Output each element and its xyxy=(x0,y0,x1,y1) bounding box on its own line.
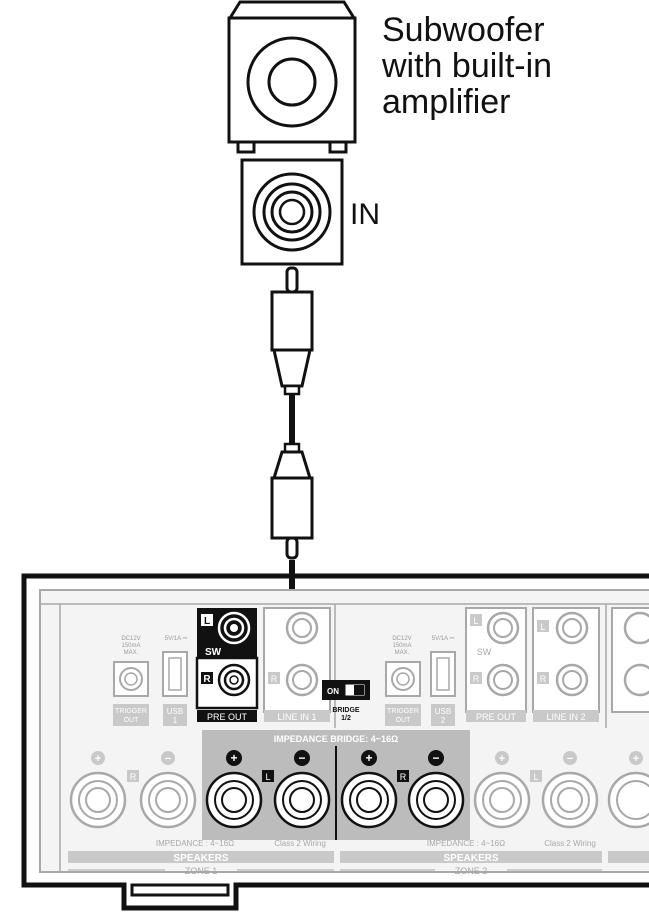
svg-text:R: R xyxy=(130,772,137,782)
usb-label-z2-l2: 2 xyxy=(441,716,446,725)
chassis-outline xyxy=(21,573,649,911)
dc-label-z2-l3: MAX. xyxy=(395,650,410,656)
svg-text:L: L xyxy=(540,622,545,632)
subwoofer-top-face xyxy=(227,0,357,20)
bridge-switch-label-l2: 1/2 xyxy=(341,715,351,722)
svg-text:+: + xyxy=(95,753,101,765)
svg-text:+: + xyxy=(230,751,237,765)
subwoofer-caption: Subwoofer with built-in amplifier xyxy=(382,12,552,120)
terminal-z2-r-plus[interactable] xyxy=(340,771,398,829)
svg-text:R: R xyxy=(271,674,278,684)
svg-text:L: L xyxy=(533,772,538,782)
left-badge-z1: L xyxy=(204,616,210,627)
terminal-z1-l-plus[interactable] xyxy=(205,771,263,829)
usb-label-z1-l2: 1 xyxy=(173,716,178,725)
terminal-z1-r-minus[interactable] xyxy=(139,771,197,829)
svg-text:−: − xyxy=(298,751,305,765)
plug-boot-top xyxy=(272,348,312,388)
subwoofer-input-panel xyxy=(240,158,344,266)
svg-text:R: R xyxy=(473,674,480,684)
zone-label-z1: ZONE 1 xyxy=(185,866,218,876)
impedance-label-z2: IMPEDANCE : 4~16Ω xyxy=(427,839,505,848)
dc-label-z1-l1: DC12V xyxy=(121,636,140,642)
trigger-label-z2-l2: OUT xyxy=(396,717,412,724)
usb-label-z1-l1: USB xyxy=(167,707,183,716)
sw-label-z1: SW xyxy=(205,647,222,658)
right-badge-z1: R xyxy=(203,674,211,685)
plug-sleeve-bottom xyxy=(270,476,314,540)
trigger-label-z1-l1: TRIGGER xyxy=(115,708,147,715)
linein-label-z1: LINE IN 1 xyxy=(277,712,316,722)
usb-power-z2: 5V/1A ⎓ xyxy=(432,636,455,642)
caption-line-1: Subwoofer xyxy=(382,11,545,49)
bridge-switch-label-l1: BRIDGE xyxy=(332,707,360,714)
terminal-z2-l-plus[interactable] xyxy=(473,771,531,829)
terminal-z2-r-minus[interactable] xyxy=(407,771,465,829)
dc-label-z1-l2: 150mA xyxy=(121,643,140,649)
terminal-z2-l-minus[interactable] xyxy=(541,771,599,829)
caption-line-2: with built-in xyxy=(382,47,553,85)
dc-label-z1-l3: MAX. xyxy=(124,650,139,656)
svg-text:−: − xyxy=(165,753,171,765)
caption-line-3: amplifier xyxy=(382,83,511,121)
svg-text:+: + xyxy=(633,753,639,765)
preout-label-z2: PRE OUT xyxy=(476,712,517,722)
svg-text:+: + xyxy=(365,751,372,765)
plug-collar-top xyxy=(283,384,301,396)
plug-tip-top xyxy=(285,266,299,294)
amplifier-rear-panel: DC12V 150mA MAX. 5V/1A ⎓ TRIGGER OUT USB… xyxy=(21,573,649,911)
chassis-foot xyxy=(130,883,230,897)
speakers-label-z2: SPEAKERS xyxy=(443,853,498,864)
terminal-zone3-partial xyxy=(607,771,649,829)
plug-sleeve-top xyxy=(270,290,314,352)
class-label-z2: Class 2 Wiring xyxy=(544,839,596,848)
usb-power-z1: 5V/1A ⎓ xyxy=(165,636,188,642)
zone-label-z2: ZONE 2 xyxy=(455,866,488,876)
bridge-on-label: ON xyxy=(327,687,339,696)
class-label-z1: Class 2 Wiring xyxy=(274,839,326,848)
dc-label-z2-l1: DC12V xyxy=(392,636,411,642)
dc-label-z2-l2: 150mA xyxy=(392,643,411,649)
speakers-label-z1: SPEAKERS xyxy=(173,853,228,864)
subwoofer-dust-cap-icon xyxy=(267,57,317,107)
cable-wire xyxy=(289,394,295,444)
preout-label-z1: PRE OUT xyxy=(207,712,248,722)
svg-text:R: R xyxy=(400,772,407,782)
subwoofer xyxy=(227,0,357,154)
subwoofer-foot-left xyxy=(236,140,256,154)
usb-label-z2-l1: USB xyxy=(435,707,451,716)
bridge-bar-label: IMPEDANCE BRIDGE: 4~16Ω xyxy=(274,734,399,744)
polarity-row: + − + − + − + − + xyxy=(91,750,643,766)
svg-text:−: − xyxy=(432,751,439,765)
speaker-terminals: R L R L xyxy=(69,770,649,829)
terminal-z1-l-minus[interactable] xyxy=(273,771,331,829)
impedance-label-z1: IMPEDANCE : 4~16Ω xyxy=(156,839,234,848)
subwoofer-input-label: IN xyxy=(350,198,380,231)
plug-tip-bottom xyxy=(285,536,299,560)
svg-text:+: + xyxy=(499,753,505,765)
terminal-z1-r-plus[interactable] xyxy=(69,771,127,829)
trigger-label-z2-l1: TRIGGER xyxy=(387,708,419,715)
trigger-label-z1-l2: OUT xyxy=(124,717,140,724)
plug-boot-bottom xyxy=(271,450,313,480)
linein-label-z2: LINE IN 2 xyxy=(546,712,585,722)
svg-text:L: L xyxy=(265,772,270,782)
svg-text:−: − xyxy=(567,753,573,765)
svg-text:L: L xyxy=(473,616,478,626)
svg-text:R: R xyxy=(540,674,547,684)
sw-label-z2: SW xyxy=(477,647,492,657)
subwoofer-foot-right xyxy=(328,140,348,154)
